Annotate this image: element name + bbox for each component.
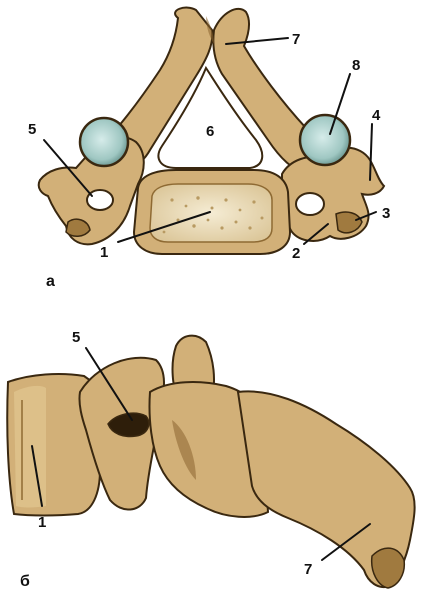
panel-a-vertebra-top-view (37, 6, 386, 255)
right-anterior-tubercle (335, 211, 363, 234)
vertebral-body-cancellous-surface (149, 183, 273, 243)
panel-a-label: а (46, 273, 55, 290)
lamina-shading (172, 420, 196, 480)
spinous-process-notch (206, 16, 214, 44)
label-a-4: 4 (372, 107, 381, 124)
leader-4 (369, 123, 373, 181)
leader-b-7 (321, 523, 371, 561)
label-a-1: 1 (100, 244, 108, 261)
right-articular-facet (298, 113, 352, 167)
cancellous-dots (162, 196, 264, 234)
label-a-6: 6 (206, 123, 214, 140)
leader-3 (355, 211, 377, 221)
transverse-foramen-lateral (107, 412, 150, 438)
leader-8 (329, 73, 351, 135)
label-a-7: 7 (292, 31, 300, 48)
panel-a-labels: 1 2 3 4 5 6 7 8 а (28, 31, 390, 290)
leader-2 (303, 223, 329, 245)
leader-7 (225, 37, 289, 45)
left-transverse-foramen (86, 189, 114, 211)
spinous-process-tip (370, 547, 406, 589)
left-articular-facet (78, 116, 130, 168)
panel-b-leader-lines (31, 347, 371, 561)
leader-b-5 (85, 347, 133, 421)
lamina-lateral (148, 381, 270, 518)
left-anterior-tubercle (65, 218, 91, 237)
label-b-5: 5 (72, 329, 80, 346)
panel-b-labels: 1 5 7 б (20, 329, 312, 590)
panel-a-leader-lines (43, 37, 377, 245)
label-a-3: 3 (382, 205, 390, 222)
panel-b-vertebra-side-view (6, 334, 416, 589)
panel-b-label: б (20, 573, 30, 590)
leader-5 (43, 139, 93, 197)
vertebral-foramen (157, 65, 264, 169)
right-transverse-foramen (295, 192, 325, 216)
vertebral-body-front-face (14, 385, 46, 508)
label-b-1: 1 (38, 514, 46, 531)
label-a-8: 8 (352, 57, 360, 74)
leader-b-1 (31, 445, 43, 507)
label-b-7: 7 (304, 561, 312, 578)
label-a-5: 5 (28, 121, 36, 138)
label-a-2: 2 (292, 245, 300, 262)
leader-1 (117, 211, 211, 243)
